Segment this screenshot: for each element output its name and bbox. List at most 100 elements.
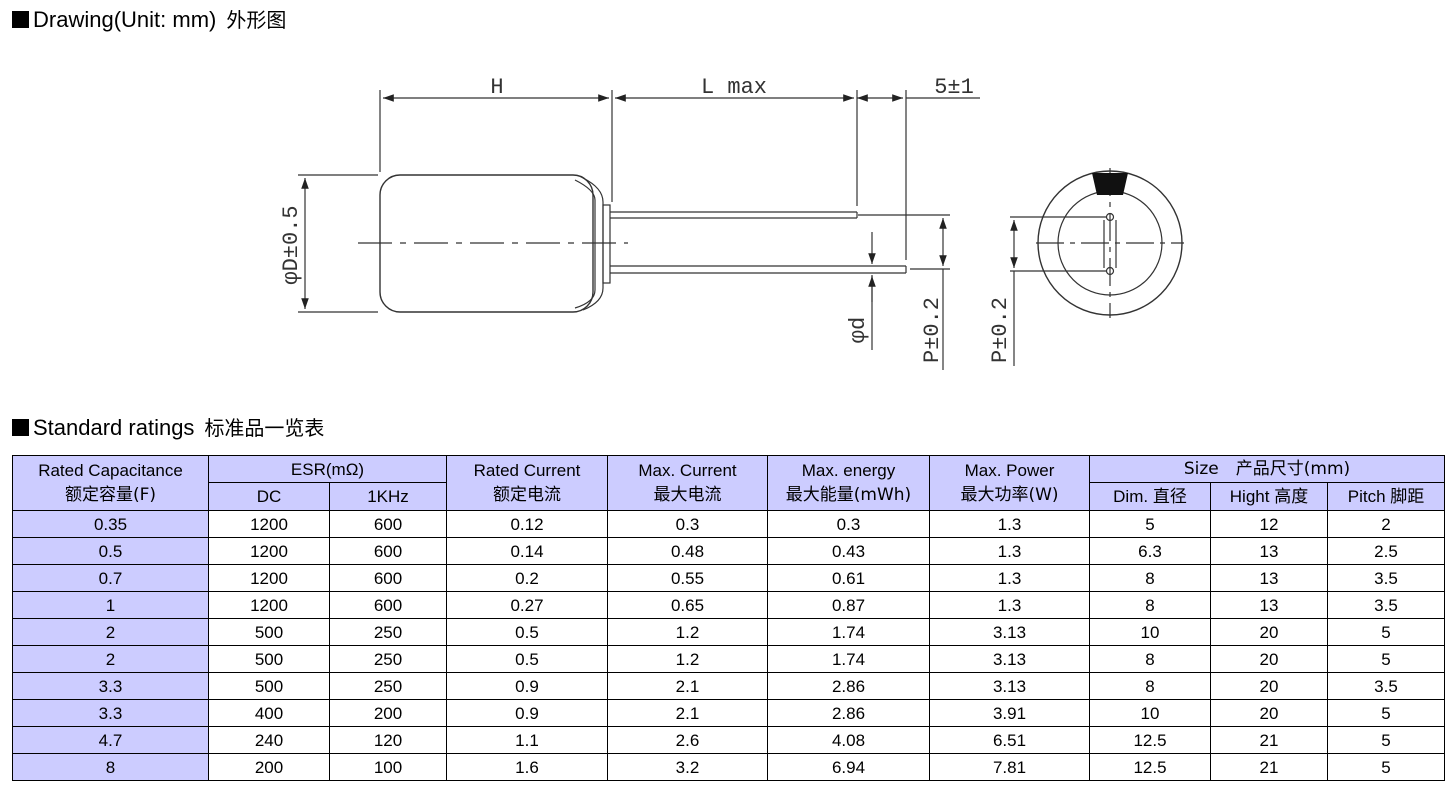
- table-cell: 8: [1089, 591, 1211, 619]
- table-cell: 0.2: [446, 564, 608, 592]
- esr-header: ESR(mΩ): [208, 455, 447, 483]
- table-cell: 12.5: [1089, 753, 1211, 781]
- table-cell: 200: [329, 699, 447, 727]
- table-cell: 12: [1210, 510, 1328, 538]
- table-cell: 20: [1210, 645, 1328, 673]
- table-cell: 3.5: [1327, 672, 1445, 700]
- table-cell: 3.2: [607, 753, 768, 781]
- table-cell: 0.5: [12, 537, 209, 565]
- table-cell: 5: [1327, 699, 1445, 727]
- l-max-dimension-label: L max: [701, 75, 767, 100]
- table-cell: 13: [1210, 564, 1328, 592]
- table-cell: 250: [329, 645, 447, 673]
- table-cell: 8: [1089, 672, 1211, 700]
- pitch-header: Pitch 脚距: [1327, 482, 1445, 511]
- table-cell: 250: [329, 672, 447, 700]
- table-cell: 0.55: [607, 564, 768, 592]
- table-cell: 1.2: [607, 645, 768, 673]
- capacitor-rubber-seal: [574, 179, 596, 309]
- polarity-mark: [1092, 173, 1128, 195]
- table-cell: 1.74: [767, 645, 930, 673]
- table-cell: 600: [329, 510, 447, 538]
- table-cell: 1.2: [607, 618, 768, 646]
- lead-diameter-label: φd: [846, 317, 871, 343]
- table-cell: 250: [329, 618, 447, 646]
- table-cell: 7.81: [929, 753, 1090, 781]
- pitch-end-label: P±0.2: [988, 297, 1013, 363]
- table-cell: 12.5: [1089, 726, 1211, 754]
- table-cell: 6.3: [1089, 537, 1211, 565]
- table-cell: 6.51: [929, 726, 1090, 754]
- table-cell: 0.12: [446, 510, 608, 538]
- esr-1khz-header: 1KHz: [329, 482, 447, 511]
- table-cell: 400: [208, 699, 330, 727]
- table-cell: 240: [208, 726, 330, 754]
- table-cell: 600: [329, 537, 447, 565]
- table-cell: 500: [208, 672, 330, 700]
- table-cell: 13: [1210, 591, 1328, 619]
- table-cell: 0.65: [607, 591, 768, 619]
- table-cell: 1.3: [929, 591, 1090, 619]
- table-subheader-row: DC 1KHz Dim. 直径 Hight 高度 Pitch 脚距: [13, 482, 1445, 511]
- table-cell: 0.87: [767, 591, 930, 619]
- table-cell: 5: [1327, 618, 1445, 646]
- table-cell: 3.5: [1327, 591, 1445, 619]
- table-cell: 2: [12, 618, 209, 646]
- table-cell: 8: [1089, 564, 1211, 592]
- table-cell: 10: [1089, 699, 1211, 727]
- table-cell: 2: [1327, 510, 1445, 538]
- table-cell: 1200: [208, 510, 330, 538]
- table-cell: 0.35: [12, 510, 209, 538]
- table-cell: 2.86: [767, 672, 930, 700]
- table-cell: 3.13: [929, 618, 1090, 646]
- table-cell: 5: [1089, 510, 1211, 538]
- drawing-title-cn: 外形图: [226, 8, 287, 32]
- table-cell: 0.14: [446, 537, 608, 565]
- table-cell: 100: [329, 753, 447, 781]
- square-bullet-icon: [12, 419, 29, 436]
- lead-protrusion-label: 5±1: [934, 75, 974, 100]
- table-cell: 20: [1210, 618, 1328, 646]
- table-cell: 0.7: [12, 564, 209, 592]
- table-cell: 600: [329, 591, 447, 619]
- esr-dc-header: DC: [208, 482, 330, 511]
- table-cell: 2.86: [767, 699, 930, 727]
- table-cell: 0.3: [767, 510, 930, 538]
- table-cell: 0.48: [607, 537, 768, 565]
- table-cell: 3.3: [12, 699, 209, 727]
- table-cell: 0.5: [446, 618, 608, 646]
- table-cell: 8: [1089, 645, 1211, 673]
- table-cell: 2.6: [607, 726, 768, 754]
- table-cell: 0.9: [446, 699, 608, 727]
- table-cell: 500: [208, 618, 330, 646]
- table-cell: 2.5: [1327, 537, 1445, 565]
- table-cell: 4.7: [12, 726, 209, 754]
- table-cell: 1: [12, 591, 209, 619]
- table-cell: 0.5: [446, 645, 608, 673]
- table-cell: 3.13: [929, 672, 1090, 700]
- hight-header: Hight 高度: [1210, 482, 1328, 511]
- table-cell: 5: [1327, 726, 1445, 754]
- table-cell: 3.91: [929, 699, 1090, 727]
- table-cell: 1.74: [767, 618, 930, 646]
- table-cell: 1200: [208, 564, 330, 592]
- table-cell: 1200: [208, 591, 330, 619]
- table-cell: 5: [1327, 645, 1445, 673]
- table-cell: 1200: [208, 537, 330, 565]
- table-cell: 20: [1210, 672, 1328, 700]
- pitch-side-label: P±0.2: [920, 297, 945, 363]
